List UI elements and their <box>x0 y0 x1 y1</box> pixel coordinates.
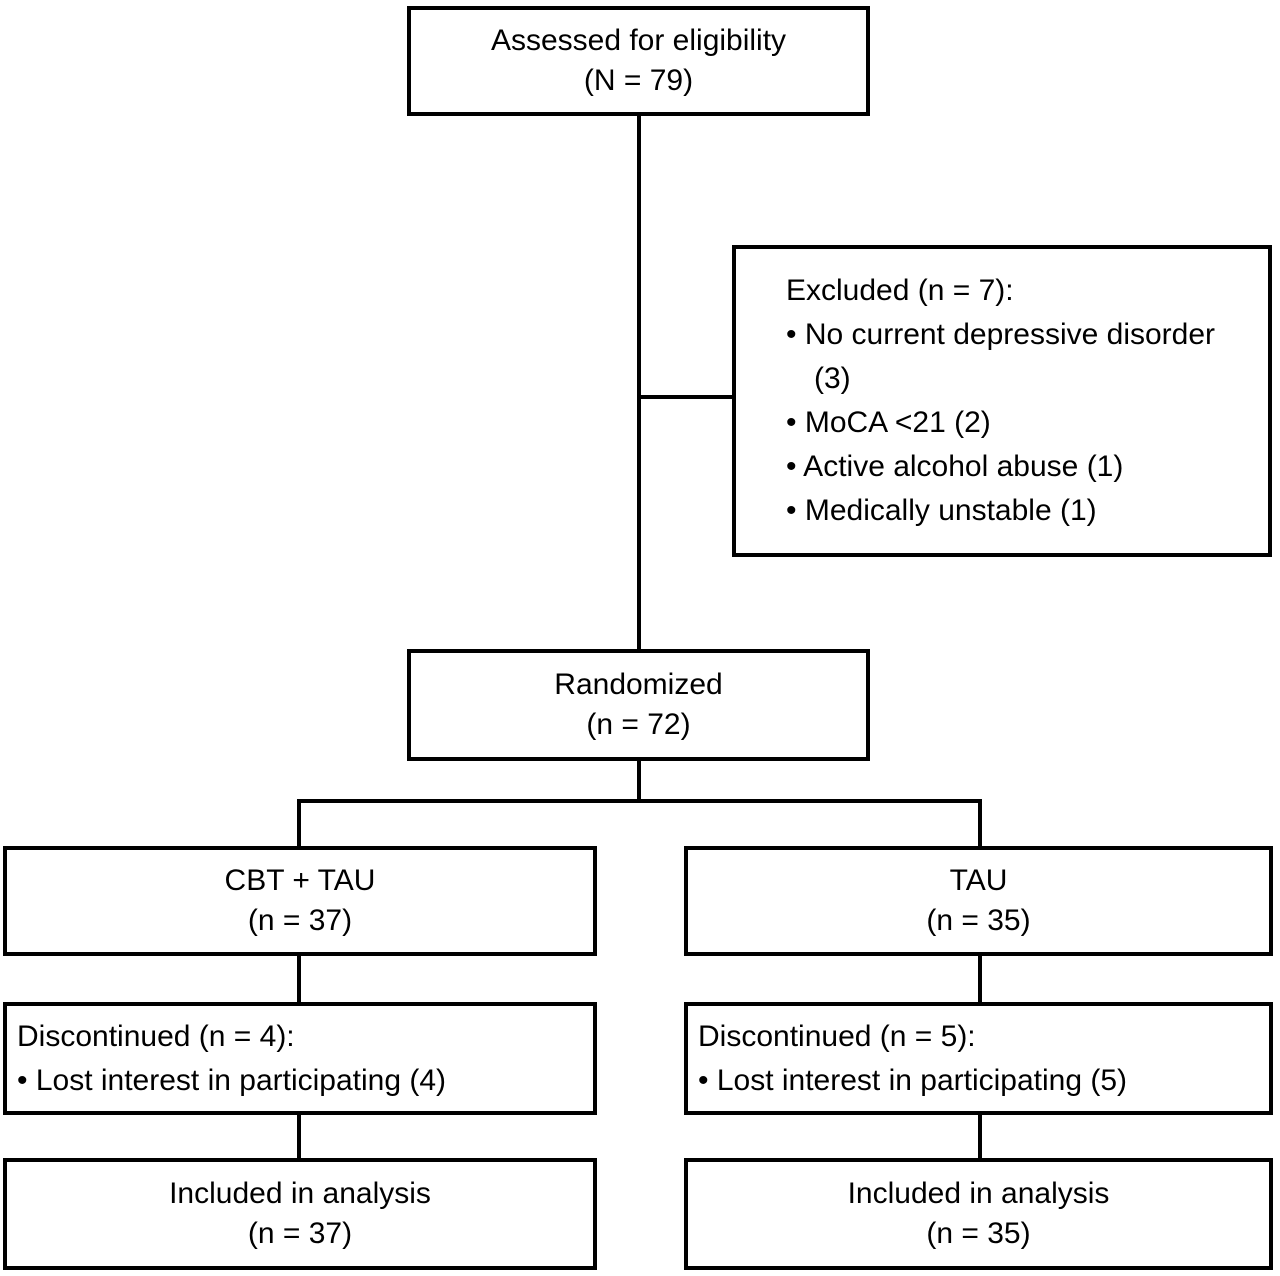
connector-to-excluded <box>639 395 732 399</box>
discontinued-cbt-title: Discontinued (n = 4): <box>17 1019 295 1053</box>
connector-cbt-to-discontinued <box>297 956 301 1002</box>
connector-drop-tau <box>978 799 982 846</box>
excluded-reason: • No current depressive disorder (3) <box>786 318 1216 395</box>
included-tau-label: Included in analysis <box>847 1177 1110 1210</box>
connector-tau-to-included <box>978 1115 982 1158</box>
arm-tau-count: (n = 35) <box>926 904 1031 937</box>
included-tau-box: Included in analysis (n = 35) <box>684 1158 1273 1270</box>
included-cbt-label: Included in analysis <box>169 1177 431 1210</box>
connector-assessed-to-randomized <box>637 116 641 649</box>
arm-cbt-tau-box: CBT + TAU (n = 37) <box>3 846 597 956</box>
connector-split-bar <box>297 799 982 803</box>
excluded-reason: • Active alcohol abuse (1) <box>786 450 1124 483</box>
connector-randomized-stem <box>637 760 641 803</box>
assessed-count: (N = 79) <box>583 64 694 97</box>
excluded-title: Excluded (n = 7): <box>786 274 1014 307</box>
discontinued-tau-box: Discontinued (n = 5): • Lost interest in… <box>684 1002 1273 1115</box>
arm-cbt-tau-label: CBT + TAU <box>224 864 376 897</box>
randomized-count: (n = 72) <box>586 708 691 741</box>
excluded-reason: • Medically unstable (1) <box>786 494 1097 527</box>
randomized-box: Randomized (n = 72) <box>407 649 870 761</box>
discontinued-tau-reason: • Lost interest in participating (5) <box>698 1063 1128 1097</box>
discontinued-tau-title: Discontinued (n = 5): <box>698 1019 976 1053</box>
connector-tau-to-discontinued <box>978 956 982 1002</box>
arm-cbt-tau-count: (n = 37) <box>247 904 353 937</box>
connector-cbt-to-included <box>297 1115 301 1158</box>
discontinued-cbt-box: Discontinued (n = 4): • Lost interest in… <box>3 1002 597 1115</box>
included-cbt-count: (n = 37) <box>247 1217 353 1250</box>
arm-tau-box: TAU (n = 35) <box>684 846 1273 956</box>
arm-tau-label: TAU <box>949 864 1008 897</box>
assessed-label: Assessed for eligibility <box>490 24 787 57</box>
included-tau-count: (n = 35) <box>926 1217 1031 1250</box>
excluded-box: Excluded (n = 7): • No current depressiv… <box>732 245 1272 557</box>
discontinued-cbt-reason: • Lost interest in participating (4) <box>17 1063 447 1097</box>
excluded-reason: • MoCA <21 (2) <box>786 406 991 439</box>
randomized-label: Randomized <box>554 668 723 701</box>
connector-drop-cbt <box>297 799 301 846</box>
assessed-box: Assessed for eligibility (N = 79) <box>407 6 870 116</box>
included-cbt-box: Included in analysis (n = 37) <box>3 1158 597 1270</box>
